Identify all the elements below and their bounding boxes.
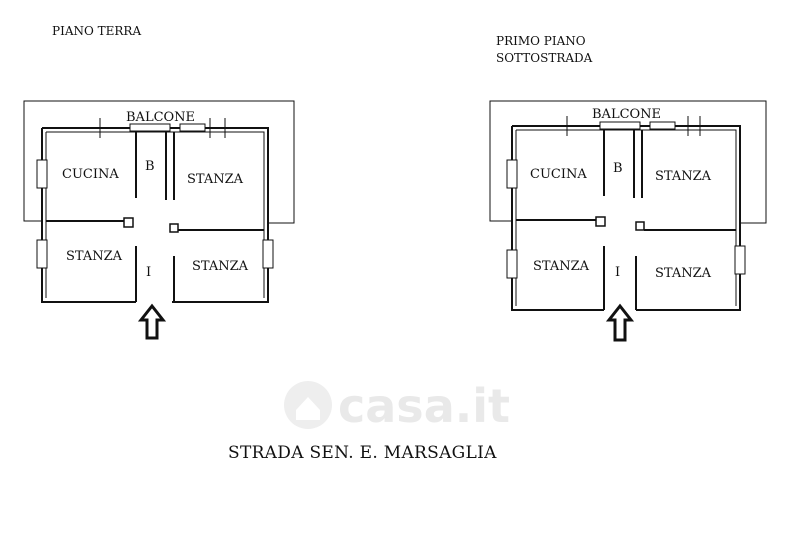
plan-title-line: SOTTOSTRADA: [496, 51, 593, 65]
watermark-house-icon: [284, 381, 332, 429]
entrance-arrow-icon: [605, 303, 635, 342]
window: [36, 159, 48, 189]
room-label-balcone: BALCONE: [592, 107, 661, 122]
outer-wall-left: [511, 126, 604, 311]
balcony-outline-left: [23, 100, 42, 222]
plan-title-line: PRIMO PIANO: [496, 34, 586, 48]
watermark: casa.it: [284, 379, 510, 433]
plan-piano-terra: PIANO TERRA BALCONE CUCINA B STANZA: [23, 24, 295, 340]
outer-wall: [512, 125, 741, 311]
balcony-outline-left: [489, 100, 512, 222]
street-label: STRADA SEN. E. MARSAGLIA: [228, 443, 497, 463]
balcony-outline: [42, 100, 295, 224]
room-label-ingresso: I: [615, 265, 620, 280]
room-label-balcone: BALCONE: [126, 110, 195, 125]
window: [36, 239, 48, 269]
room-label-ingresso: I: [146, 265, 151, 280]
entrance-arrow-icon: [137, 303, 167, 340]
room-label-stanza: STANZA: [187, 172, 244, 187]
window: [506, 249, 518, 279]
room-label-stanza: STANZA: [533, 259, 590, 274]
room-label-cucina: CUCINA: [530, 167, 587, 182]
room-label-stanza: STANZA: [655, 169, 712, 184]
room-label-stanza: STANZA: [655, 266, 712, 281]
window: [506, 159, 518, 189]
room-label-stanza: STANZA: [66, 249, 123, 264]
room-label-bagno: B: [145, 159, 155, 174]
outer-wall-left: [41, 128, 136, 303]
balcony-outline: [512, 100, 767, 224]
room-label-stanza: STANZA: [192, 259, 249, 274]
watermark-text: casa.it: [338, 379, 510, 433]
room-label-bagno: B: [613, 161, 623, 176]
window: [734, 245, 746, 275]
plan-primo-piano-sottostrada: PRIMO PIANO SOTTOSTRADA BALCONE CUCINA: [489, 34, 767, 342]
room-label-cucina: CUCINA: [62, 167, 119, 182]
window: [262, 239, 274, 269]
outer-wall: [42, 127, 269, 303]
plan-title-line: PIANO TERRA: [52, 24, 141, 38]
